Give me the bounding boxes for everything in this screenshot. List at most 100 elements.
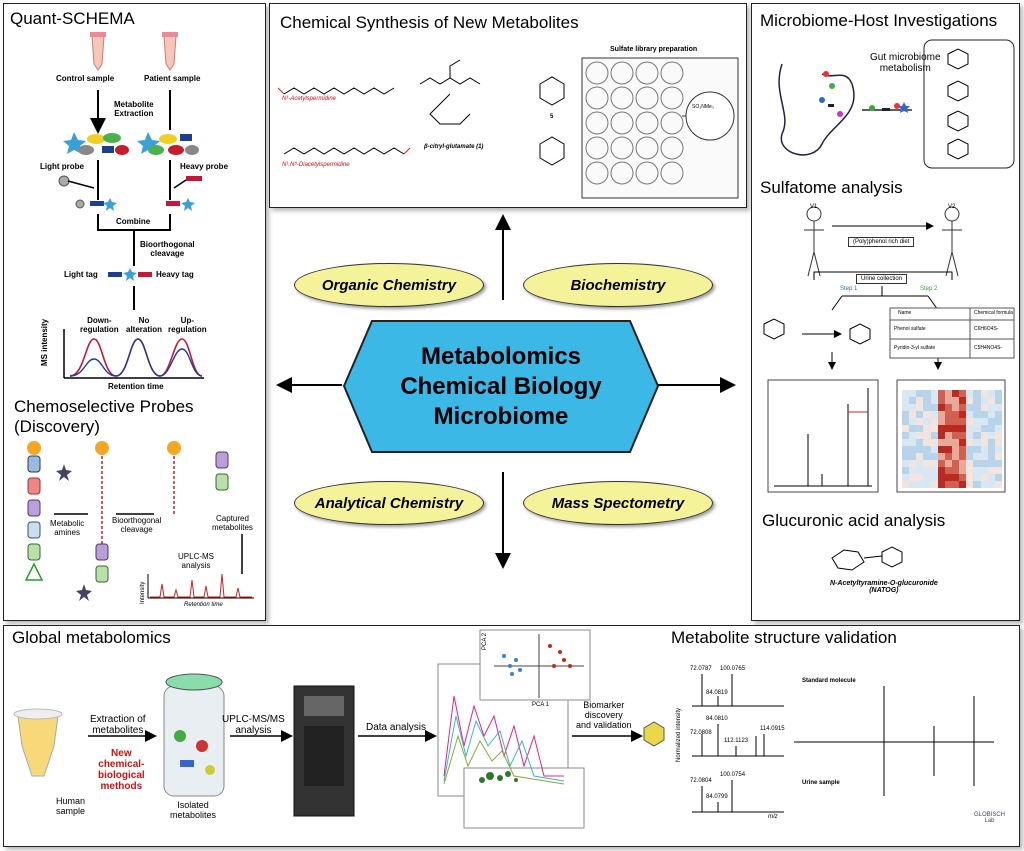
heatmap-cell	[923, 397, 931, 404]
heatmap-cell	[923, 446, 931, 453]
heatmap-cell	[966, 481, 974, 488]
sulfate-library-label: Sulfate library preparation	[610, 46, 698, 53]
standard-molecule-label: Standard molecule	[802, 678, 856, 684]
heatmap-cell	[916, 446, 924, 453]
ms-intensity-label: MS intensity	[40, 318, 49, 366]
ellipse-analytical-chemistry: Analytical Chemistry	[294, 481, 484, 525]
heatmap-cell	[966, 404, 974, 411]
retention-time-label: Retention time	[108, 382, 164, 391]
chemo-cleavage-label: Bioorthogonal cleavage	[112, 516, 162, 534]
table-row1-formula: C6H6O4S-	[974, 326, 999, 332]
step1-label: Step 1	[840, 286, 858, 292]
peak-2a: 84.0810	[706, 716, 728, 722]
heatmap-cell	[902, 390, 910, 397]
heatmap-cell	[994, 453, 1002, 460]
no-alteration-label: No alteration	[126, 316, 163, 334]
heatmap-cell	[994, 439, 1002, 446]
heatmap-cell	[937, 467, 945, 474]
heatmap-cell	[951, 397, 960, 404]
ellipse-mass-spectrometry: Mass Spectometry	[523, 481, 713, 525]
heatmap-cell	[937, 481, 945, 488]
urine-collection-label: Urine collection	[856, 274, 908, 284]
heatmap-cell	[902, 397, 910, 404]
heatmap-cell	[923, 460, 931, 467]
table-row1-name: Phenol sulfate	[894, 326, 926, 332]
heatmap-cell	[951, 453, 960, 460]
heatmap-cell	[980, 411, 988, 418]
heatmap-cell	[902, 432, 910, 439]
heatmap-cell	[973, 460, 981, 467]
quant-diagram	[58, 32, 204, 379]
heatmap-cell	[930, 460, 938, 467]
heatmap-cell	[959, 397, 967, 404]
heatmap-cell	[909, 481, 917, 488]
validation-title: Metabolite structure validation	[671, 628, 897, 647]
heatmap-cell	[987, 425, 995, 432]
heatmap-cell	[994, 481, 1002, 488]
global-title: Global metabolomics	[12, 628, 171, 647]
glucuronic-title: Glucuronic acid analysis	[762, 511, 946, 530]
heatmap-cell	[916, 418, 924, 425]
bioorthogonal-label: Bioorthogonal cleavage	[140, 240, 195, 258]
heatmap-cell	[937, 432, 945, 439]
citryl-glutamate-label: β-citryl-glutamate (1)	[424, 144, 484, 150]
heatmap-cell	[973, 467, 981, 474]
hexagon-shape	[342, 320, 660, 453]
sulfatome-title: Sulfatome analysis	[760, 178, 903, 197]
heatmap-cell	[930, 467, 938, 474]
heatmap-cell	[902, 404, 910, 411]
center-hexagon: Metabolomics Chemical Biology Microbiome	[342, 319, 660, 454]
heatmap-cell	[987, 418, 995, 425]
heatmap-cell	[973, 432, 981, 439]
heatmap-cell	[987, 481, 995, 488]
heatmap-cell	[987, 439, 995, 446]
biomarker-label: Biomarker discovery and validation	[576, 700, 632, 730]
step2-label: Step 2	[920, 286, 938, 292]
heatmap-cell	[987, 390, 995, 397]
peak-3c: 84.0799	[706, 794, 728, 800]
heatmap-cell	[930, 453, 938, 460]
peak-3b: 100.0754	[720, 772, 746, 778]
heatmap-cell	[909, 460, 917, 467]
mz-label: m/z	[768, 814, 778, 820]
heatmap-cell	[973, 481, 981, 488]
panel-global-metabolomics: Global metabolomics Metabolite structure…	[3, 625, 1020, 847]
heatmap-cell	[916, 404, 924, 411]
heatmap-cell	[987, 453, 995, 460]
natog-label: N-Acetyltyramine-O-glucuronide (NATOG)	[830, 580, 938, 594]
ellipse-organic-chemistry: Organic Chemistry	[294, 263, 484, 307]
heatmap-cell	[944, 481, 952, 488]
panel-chemical-synthesis: Chemical Synthesis of New Metabolites N¹…	[269, 3, 747, 208]
heatmap-cell	[951, 390, 960, 397]
human-sample-label: Human sample	[56, 796, 86, 816]
normalized-intensity-label: Normalized intensity	[676, 707, 682, 762]
heatmap-cell	[923, 467, 931, 474]
heatmap-cell	[916, 432, 924, 439]
heatmap-cell	[994, 446, 1002, 453]
compound-5-label: 5	[550, 114, 554, 120]
ellipse-biochemistry: Biochemistry	[523, 263, 713, 307]
synth-title: Chemical Synthesis of New Metabolites	[280, 13, 579, 32]
heatmap-cell	[973, 397, 981, 404]
heatmap-cell	[909, 474, 917, 481]
heatmap-cell	[959, 467, 967, 474]
heatmap-cell	[959, 425, 967, 432]
heatmap-cell	[944, 439, 952, 446]
table-row2-formula: C5H4NO4S-	[974, 345, 1003, 351]
heatmap-cell	[987, 460, 995, 467]
heatmap-cell	[987, 474, 995, 481]
heatmap-cell	[951, 439, 960, 446]
center-line-2: Chemical Biology	[400, 372, 602, 400]
heatmap-cell	[930, 411, 938, 418]
panel-quant-schema: Quant-SCHEMA	[3, 3, 266, 621]
light-probe-label: Light probe	[40, 162, 84, 171]
light-tag-label: Light tag	[64, 270, 98, 279]
heatmap-cell	[937, 439, 945, 446]
heatmap-cell	[980, 481, 988, 488]
chemo-intensity-label: Intensity	[140, 581, 146, 604]
heatmap-cell	[987, 397, 995, 404]
heatmap-cell	[951, 425, 960, 432]
heatmap-cell	[902, 460, 910, 467]
heatmap-cell	[980, 474, 988, 481]
